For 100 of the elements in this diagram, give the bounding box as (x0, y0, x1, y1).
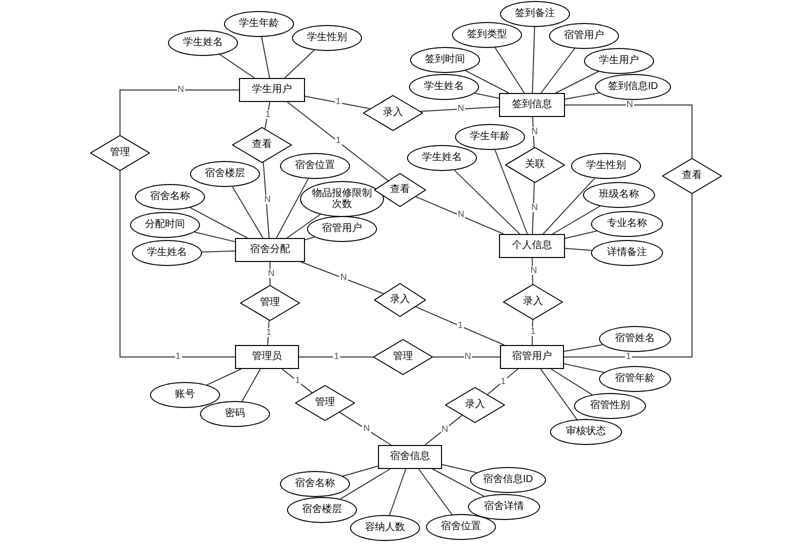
connector-line (494, 47, 525, 94)
attribute-ellipse: 宿舍名称 (135, 184, 205, 210)
connector-line (564, 230, 598, 239)
attribute-ellipse: 学生年龄 (455, 124, 525, 150)
attribute-ellipse: 签到时间 (410, 47, 480, 73)
connector-line (550, 368, 593, 396)
attribute-ellipse: 学生姓名 (132, 240, 202, 266)
connector-line (342, 466, 378, 477)
cardinality-label: 1 (334, 136, 342, 146)
attribute-ellipse: 学生姓名 (407, 145, 477, 171)
connector-line (286, 214, 321, 238)
relationship-diamond: 录入 (445, 387, 505, 423)
attribute-ellipse: 学生年龄 (224, 11, 294, 37)
connector-line (415, 196, 504, 234)
attribute-ellipse: 详情备注 (591, 240, 663, 266)
connector-line (564, 344, 604, 352)
connector-line (120, 90, 240, 136)
attribute-ellipse: 宿舍位置 (280, 153, 350, 179)
relationship-diamond: 管理 (240, 285, 300, 321)
connector-line (454, 170, 520, 234)
relationship-diamond: 管理 (295, 385, 355, 421)
attribute-ellipse: 物品报修限制次数 (300, 181, 384, 217)
cardinality-label: N (267, 268, 276, 278)
cardinality-label: 1 (174, 352, 182, 361)
connector-line (540, 368, 578, 420)
attribute-ellipse: 分配时间 (130, 212, 200, 238)
connector-line (442, 464, 478, 474)
connector-line (532, 182, 535, 234)
entity-box: 签到信息 (499, 93, 565, 117)
connector-line (194, 232, 236, 242)
connector-line (564, 194, 692, 358)
connector-line (389, 468, 406, 516)
connector-line (276, 178, 309, 238)
connector-line (261, 36, 270, 78)
relationship-diamond: 关联 (505, 147, 565, 183)
connector-line (564, 92, 600, 100)
connector-line (432, 468, 484, 497)
attribute-ellipse: 签到信息ID (595, 74, 671, 100)
cardinality-label: N (362, 424, 371, 433)
connector-line (564, 248, 592, 251)
connector-line (206, 368, 242, 386)
attribute-ellipse: 账号 (150, 382, 220, 408)
connector-line (120, 170, 236, 358)
relationship-diamond: 查看 (232, 127, 292, 163)
connector-line (298, 356, 374, 358)
connector-line (304, 96, 371, 110)
connector-line (487, 368, 518, 395)
connector-line (464, 70, 510, 94)
cardinality-label: N (263, 195, 272, 204)
cardinality-label: N (456, 210, 466, 220)
attribute-ellipse: 密码 (200, 401, 270, 427)
connector-line (300, 262, 384, 294)
cardinality-label: N (456, 104, 466, 114)
entity-box: 宿管用户 (500, 345, 564, 369)
attribute-ellipse: 宿管年龄 (599, 366, 671, 392)
connector-line (304, 236, 315, 240)
attribute-ellipse: 宿舍名称 (280, 471, 350, 497)
entity-box: 宿舍分配 (235, 238, 305, 262)
relationship-diamond: 录入 (503, 284, 563, 320)
attribute-ellipse: 容纳人数 (350, 515, 420, 541)
connector-line (262, 162, 270, 238)
connector-line (267, 320, 270, 346)
connector-line (564, 363, 604, 373)
entity-box: 管理员 (235, 345, 299, 369)
attribute-ellipse: 宿管姓名 (599, 326, 671, 352)
entity-box: 宿舍信息 (378, 445, 442, 469)
attribute-ellipse: 专业名称 (591, 211, 663, 237)
cardinality-label: 1 (456, 320, 464, 330)
cardinality-label: N (530, 203, 539, 212)
connector-line (555, 71, 599, 94)
cardinality-label: 1 (333, 352, 340, 361)
attribute-ellipse: 宿管用户 (549, 23, 619, 49)
attribute-ellipse: 宿舍位置 (426, 514, 496, 540)
entity-box: 学生用户 (239, 78, 305, 102)
connector-line (532, 26, 536, 94)
cardinality-label: N (529, 266, 538, 276)
connector-line (418, 468, 452, 515)
cardinality-label: N (530, 127, 539, 136)
connector-line (201, 250, 236, 252)
attribute-ellipse: 审核状态 (550, 419, 622, 445)
attribute-ellipse: 学生姓名 (409, 74, 479, 100)
attribute-ellipse: 宿舍楼层 (287, 497, 357, 523)
cardinality-label: N (440, 425, 450, 434)
attribute-ellipse: 班级名称 (583, 182, 655, 208)
connector-line (474, 92, 500, 99)
attribute-ellipse: 宿舍楼层 (190, 161, 260, 187)
cardinality-label: 1 (264, 110, 272, 120)
connector-line (286, 102, 389, 182)
attribute-ellipse: 宿管用户 (307, 216, 377, 242)
connector-line (420, 106, 500, 112)
attribute-ellipse: 学生姓名 (168, 30, 238, 56)
cardinality-label: 1 (334, 97, 342, 106)
connector-line (432, 356, 500, 358)
cardinality-label: N (176, 85, 185, 94)
cardinality-label: 1 (265, 328, 272, 337)
connector-line (284, 50, 315, 78)
attribute-ellipse: 学生用户 (584, 48, 654, 74)
cardinality-label: N (339, 272, 348, 282)
attribute-ellipse: 学生性别 (292, 25, 362, 51)
connector-line (415, 306, 505, 346)
